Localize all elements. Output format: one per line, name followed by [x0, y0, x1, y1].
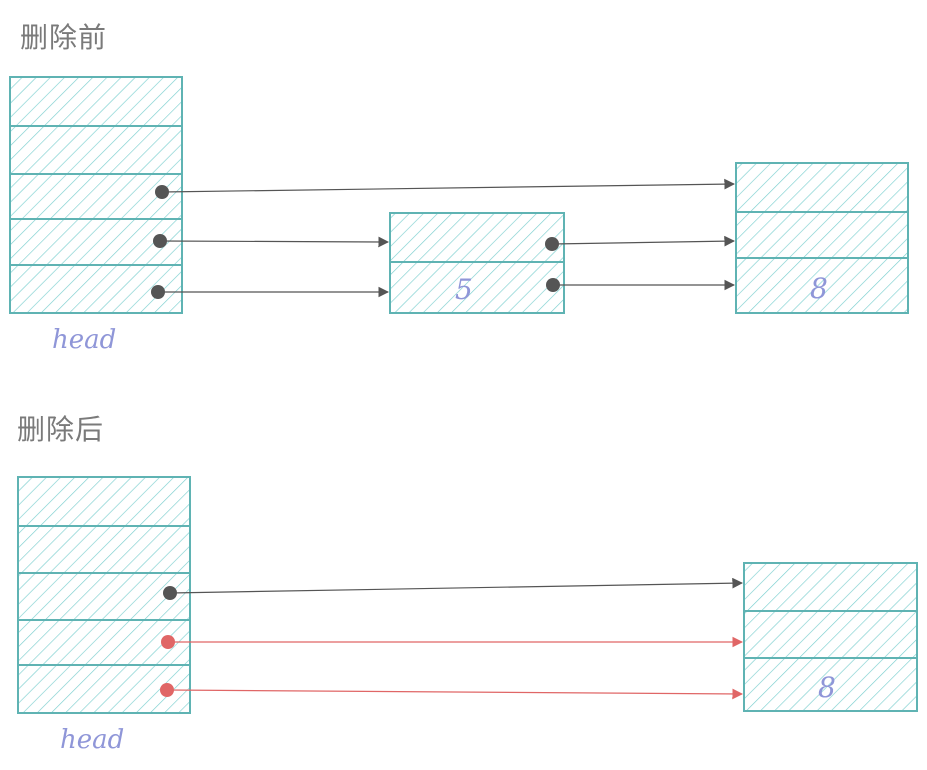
node-8-after — [743, 562, 918, 712]
pointer-arrow — [161, 178, 736, 193]
pointers-after — [160, 577, 744, 700]
head-label-after: head — [60, 725, 124, 755]
head-label-before: head — [52, 325, 116, 355]
updated-pointer-arrow — [166, 688, 744, 700]
pointer-dot — [546, 278, 560, 292]
section-title-after: 删除后 — [17, 413, 105, 446]
node-8-value-after: 8 — [818, 671, 836, 704]
pointer-arrow — [159, 236, 390, 248]
pointer-arrow — [169, 577, 744, 594]
head-node-before — [9, 76, 183, 314]
pointers-before — [151, 178, 736, 299]
updated-pointer-dot — [160, 683, 174, 697]
pointer-arrow — [551, 235, 736, 247]
pointer-dot — [153, 234, 167, 248]
head-node-after — [17, 476, 191, 714]
pointer-dot — [155, 185, 169, 199]
pointer-dot — [545, 237, 559, 251]
updated-pointer-dot — [161, 635, 175, 649]
pointer-dot — [163, 586, 177, 600]
pointer-dot — [151, 285, 165, 299]
section-title-before: 删除前 — [20, 21, 108, 54]
node-8-value-before: 8 — [810, 272, 828, 305]
node-5-value: 5 — [455, 273, 473, 306]
node-8-before — [735, 162, 909, 314]
node-5-before — [389, 212, 565, 314]
